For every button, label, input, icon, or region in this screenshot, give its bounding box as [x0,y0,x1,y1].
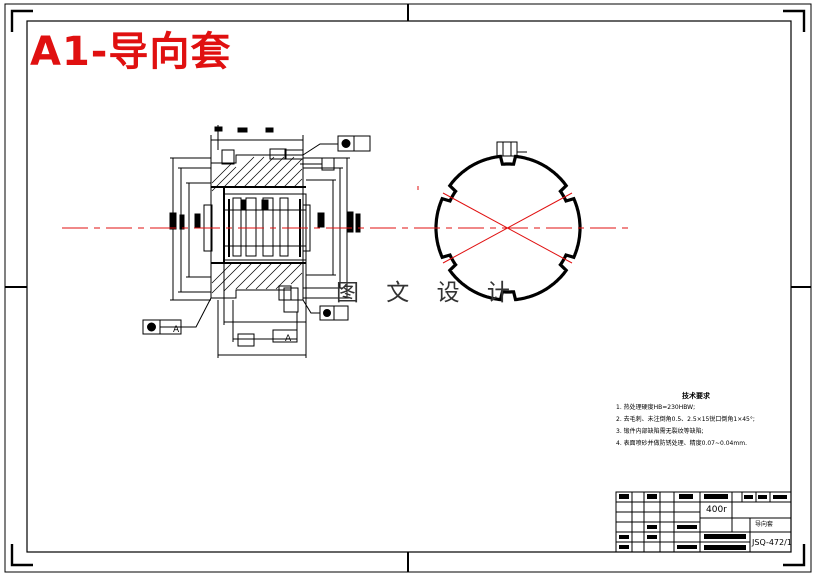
title-block-drawing-number: JSQ-472/1 [752,538,792,547]
title-block-part-name: 导向套 [755,521,774,528]
centering-marks [5,4,811,572]
feature-control-frames [142,126,371,347]
datum-label-bottom: A [285,334,292,344]
title-block [615,491,792,553]
technical-requirement-3: 3. 锻件内部缺陷需无裂纹等缺陷; [616,428,704,435]
technical-requirement-1: 1. 热处理硬度HB=230HBW; [616,404,696,411]
section-heavy-edges [211,186,306,264]
title-block-fills [619,494,787,550]
watermark-text: 图 文 设 计 [336,280,520,306]
technical-requirement-4: 4. 表面喷砂并做防锈处理、精度0.07~0.04mm. [616,440,747,447]
datum-label-left: A [173,325,180,335]
section-hatching [211,156,303,294]
centerlines [62,186,630,264]
corner-marks [10,9,806,567]
title-block-scale: 400r [706,505,727,515]
section-view [160,125,350,358]
end-view-key [496,141,527,157]
drawing-title: A1-导向套 [30,29,232,75]
technical-requirements: 技术要求 1. 热处理硬度HB=230HBW; 2. 去毛刺、未注倒角0.5、2… [616,390,796,450]
technical-requirement-2: 2. 去毛刺、未注倒角0.5、2.5×15锐口倒角1×45°; [616,416,755,423]
cross-line-2 [442,192,573,264]
technical-requirements-heading: 技术要求 [682,392,710,400]
